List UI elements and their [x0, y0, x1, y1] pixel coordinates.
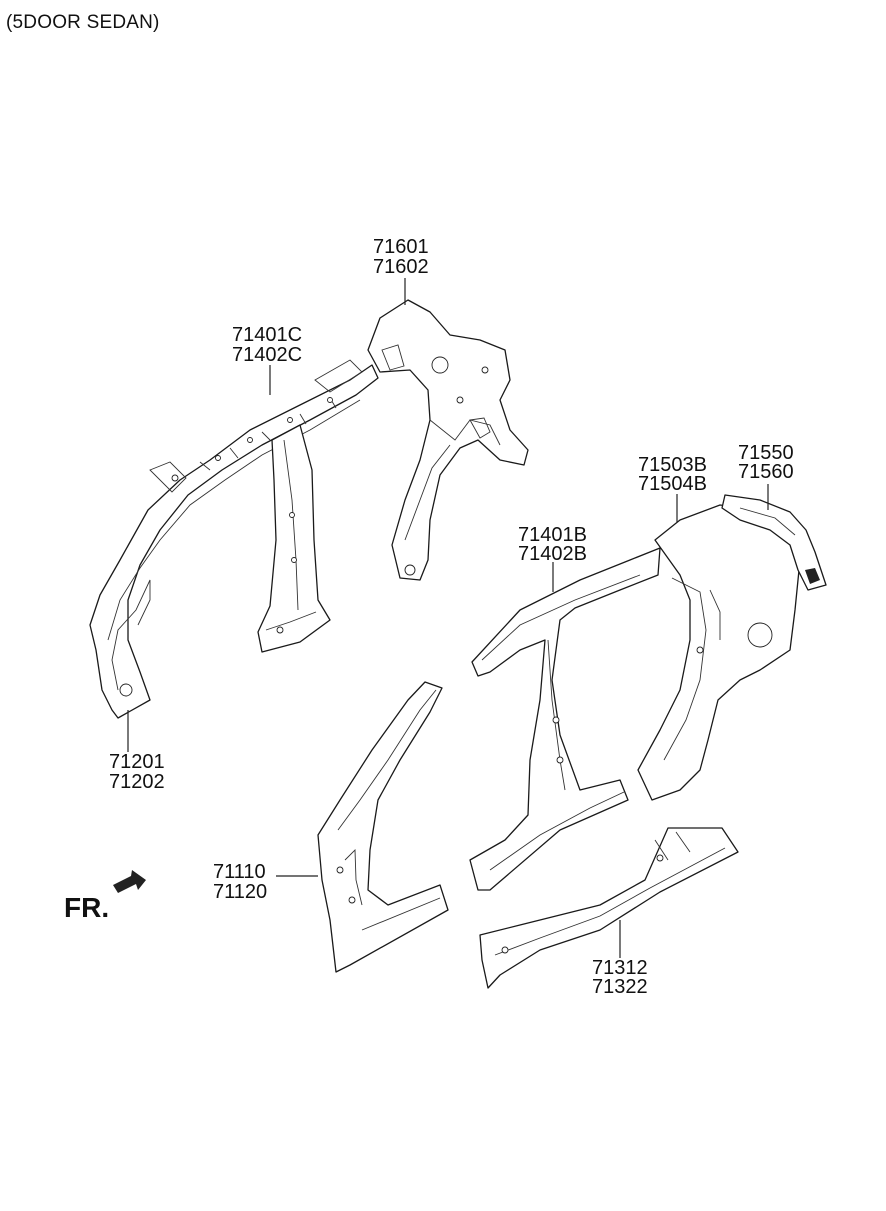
- label-71201: 71201: [109, 751, 165, 773]
- front-arrow-icon: [113, 870, 146, 893]
- front-direction-indicator: FR.: [64, 870, 146, 923]
- label-71402B: 71402B: [518, 543, 587, 565]
- front-label: FR.: [64, 892, 109, 923]
- outer-front-pillar-part[interactable]: [317, 681, 449, 973]
- label-71401B: 71401B: [518, 524, 587, 546]
- label-71401C: 71401C: [232, 324, 302, 346]
- label-71601: 71601: [373, 236, 429, 258]
- label-71110: 71110: [213, 861, 266, 883]
- label-71550: 71550: [738, 442, 794, 464]
- rear-bracket-part[interactable]: [721, 494, 827, 591]
- label-71312: 71312: [592, 957, 648, 979]
- leader-lines: [127, 278, 769, 958]
- diagram-header: (5DOOR SEDAN): [6, 12, 160, 33]
- outer-side-panel-part[interactable]: [469, 547, 661, 891]
- inner-b-pillar-part[interactable]: [257, 424, 331, 653]
- outer-rear-quarter-part[interactable]: [637, 504, 801, 801]
- label-71503B: 71503B: [638, 454, 707, 476]
- inner-rear-quarter-part[interactable]: [367, 299, 529, 581]
- label-71602: 71602: [373, 256, 429, 278]
- label-71322: 71322: [592, 976, 648, 998]
- label-71504B: 71504B: [638, 473, 707, 495]
- side-sill-part[interactable]: [479, 827, 739, 989]
- label-71402C: 71402C: [232, 344, 302, 366]
- label-71560: 71560: [738, 461, 794, 483]
- label-71120: 71120: [213, 881, 267, 903]
- inner-roof-rail-part[interactable]: [89, 359, 379, 719]
- label-71202: 71202: [109, 771, 165, 793]
